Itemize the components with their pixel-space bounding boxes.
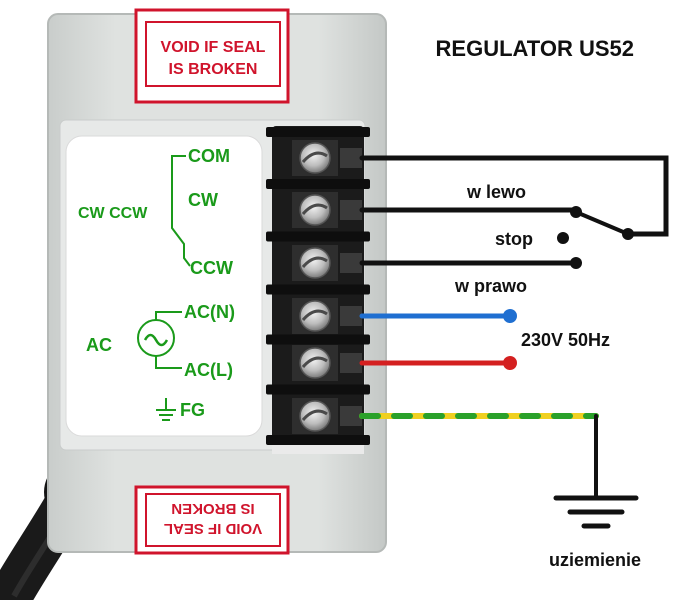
terminal-screw-fg[interactable] <box>299 400 331 432</box>
screw-slot <box>301 256 328 269</box>
contact-stop <box>557 232 569 244</box>
panel-schematic <box>137 155 191 421</box>
terminal-screw-cw[interactable] <box>299 194 331 226</box>
terminal-separator <box>266 231 370 242</box>
seal-bottom-line2: IS BROKEN <box>171 500 254 517</box>
terminal-clamp-fg <box>340 406 362 426</box>
panel-label-com: COM <box>188 146 230 166</box>
seal-top-line1: VOID IF SEAL <box>161 39 266 56</box>
label-stop: stop <box>495 229 533 249</box>
terminal-clamp-com <box>340 148 362 168</box>
contact-left <box>570 206 582 218</box>
screw-slot <box>301 409 328 422</box>
label-left: w lewo <box>466 182 526 202</box>
contact-common <box>622 228 634 240</box>
panel-label-ac: AC <box>86 335 112 355</box>
terminal-screw-ccw[interactable] <box>299 247 331 279</box>
terminal-separator <box>266 334 370 345</box>
label-power: 230V 50Hz <box>521 330 610 350</box>
label-ground: uziemienie <box>549 550 641 570</box>
terminal-separator <box>266 284 370 295</box>
contact-right <box>570 257 582 269</box>
panel-label-cw-ccw: CW CCW <box>78 205 148 222</box>
panel-label-ccw: CCW <box>190 258 233 278</box>
terminal-screw-acn[interactable] <box>299 300 331 332</box>
terminal-screw-com[interactable] <box>299 142 331 174</box>
terminal-block <box>266 126 370 454</box>
terminal-separator <box>266 179 370 189</box>
wire-com <box>359 155 669 237</box>
terminal-clamp-ccw <box>340 253 362 273</box>
ground-symbol <box>553 495 639 529</box>
terminal-separator <box>266 384 370 395</box>
panel-label-acn: AC(N) <box>184 302 235 322</box>
wire-end-live <box>503 356 517 370</box>
panel-label-cw: CW <box>188 190 218 210</box>
terminal-label-panel <box>65 135 263 437</box>
panel-label-acl: AC(L) <box>184 360 233 380</box>
wire-end-neutral <box>503 309 517 323</box>
terminal-clamp-acn <box>340 306 362 326</box>
terminal-screw-acl[interactable] <box>299 347 331 379</box>
screw-slot <box>301 203 328 216</box>
terminal-clamp-cw <box>340 200 362 220</box>
screw-slot <box>301 151 328 164</box>
diagram-title: REGULATOR US52 <box>436 36 634 61</box>
switch-lever <box>574 210 630 236</box>
contact-points <box>503 206 634 370</box>
seal-sticker-top: VOID IF SEAL IS BROKEN <box>134 8 290 104</box>
terminal-separator <box>266 435 370 445</box>
screw-slot <box>301 356 328 369</box>
seal-sticker-bottom: VOID IF SEAL IS BROKEN <box>134 485 290 555</box>
terminal-separator <box>266 127 370 137</box>
terminal-clamp-acl <box>340 353 362 373</box>
wiring <box>359 155 669 500</box>
seal-bottom-line1: VOID IF SEAL <box>164 520 262 537</box>
screw-slot <box>301 309 328 322</box>
seal-top-line2: IS BROKEN <box>169 61 258 78</box>
label-right: w prawo <box>454 276 527 296</box>
panel-label-fg: FG <box>180 400 205 420</box>
